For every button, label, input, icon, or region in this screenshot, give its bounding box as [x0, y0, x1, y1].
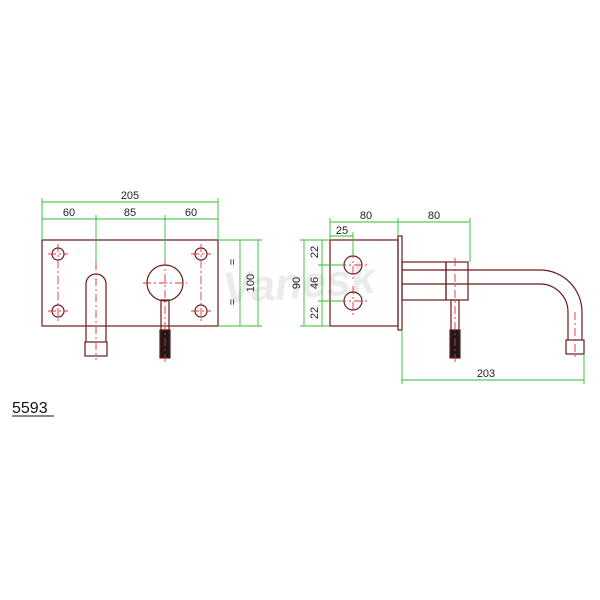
front-dimensions	[41, 198, 262, 327]
side-upper-gap-label: 22	[309, 246, 321, 258]
side-lower-gap-label: 22	[309, 307, 321, 319]
front-centerlines	[48, 244, 211, 362]
front-equal-bottom-label: =	[227, 299, 239, 305]
model-number: 5593	[12, 400, 48, 417]
side-flange	[397, 235, 403, 331]
front-right-segment-label: 60	[185, 207, 197, 219]
side-top-left-label: 80	[360, 210, 372, 222]
side-top-right-label: 80	[428, 210, 440, 222]
side-dimensions	[300, 218, 585, 384]
side-projection-label: 203	[477, 368, 495, 380]
front-middle-segment-label: 85	[124, 207, 136, 219]
front-overall-width-label: 205	[121, 190, 139, 202]
side-hole-spacing-label: 46	[309, 277, 321, 289]
side-spout	[402, 269, 583, 340]
front-height-label: 100	[245, 274, 257, 292]
side-handle-body	[401, 261, 447, 301]
side-handle-cap	[445, 261, 469, 301]
front-equal-top-label: =	[227, 259, 239, 265]
side-overall-height-label: 90	[291, 277, 303, 289]
side-offset-label: 25	[336, 225, 348, 237]
front-view	[41, 239, 219, 359]
front-mounting-plate	[41, 239, 219, 327]
front-left-segment-label: 60	[63, 207, 75, 219]
